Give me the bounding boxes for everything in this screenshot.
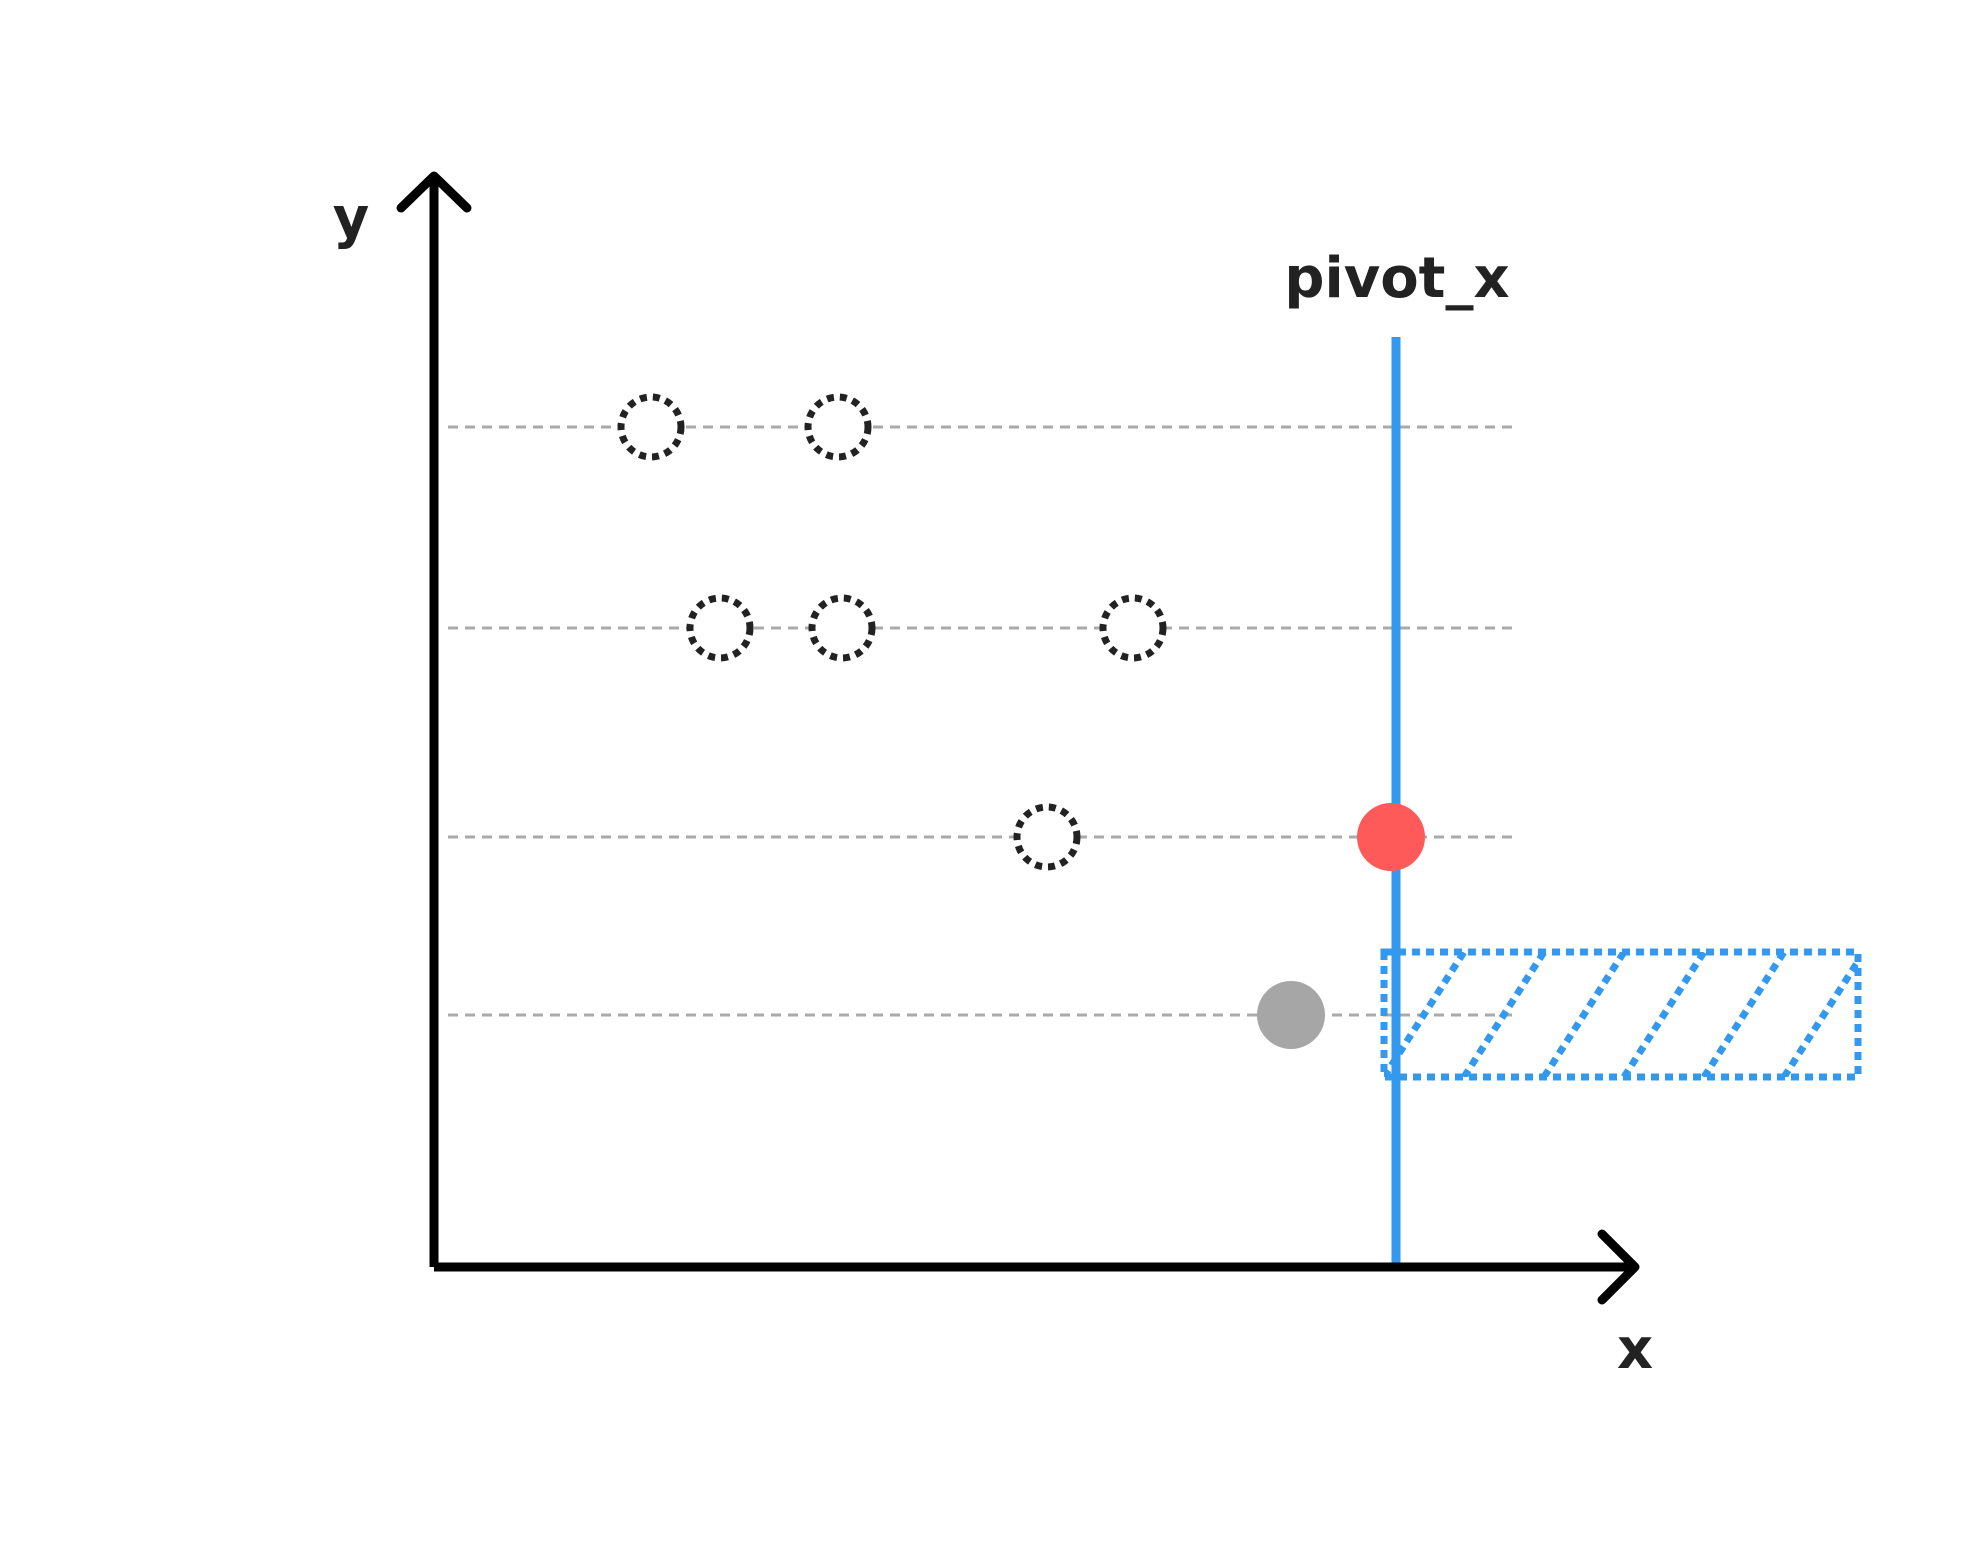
outline-point <box>804 393 872 461</box>
arrow-up-icon <box>396 171 472 213</box>
guide-lines <box>448 425 1515 1017</box>
outline-point <box>1099 594 1167 662</box>
hatch-line <box>1541 952 1627 1077</box>
hatch-line <box>1621 952 1707 1077</box>
axes <box>396 171 1640 1305</box>
outline-point <box>617 393 685 461</box>
outline-point <box>808 594 876 662</box>
pivot-label: pivot_x <box>1284 246 1509 311</box>
hatch-line <box>1384 952 1467 1077</box>
outline-point <box>1013 803 1081 871</box>
hatch-line <box>1781 954 1858 1077</box>
arrow-right-icon <box>1597 1229 1640 1305</box>
region-border <box>1380 948 1862 1081</box>
hatch-line <box>1701 952 1787 1077</box>
hatch-line <box>1461 952 1547 1077</box>
outline-points <box>617 393 1167 871</box>
x-axis-label: x <box>1617 1317 1653 1382</box>
y-axis-label: y <box>333 186 370 251</box>
candidate-point <box>1257 981 1325 1049</box>
pivot-point <box>1357 803 1425 871</box>
outline-point <box>686 594 754 662</box>
region-hatching <box>1384 952 1858 1077</box>
hatched-region <box>1380 948 1862 1081</box>
